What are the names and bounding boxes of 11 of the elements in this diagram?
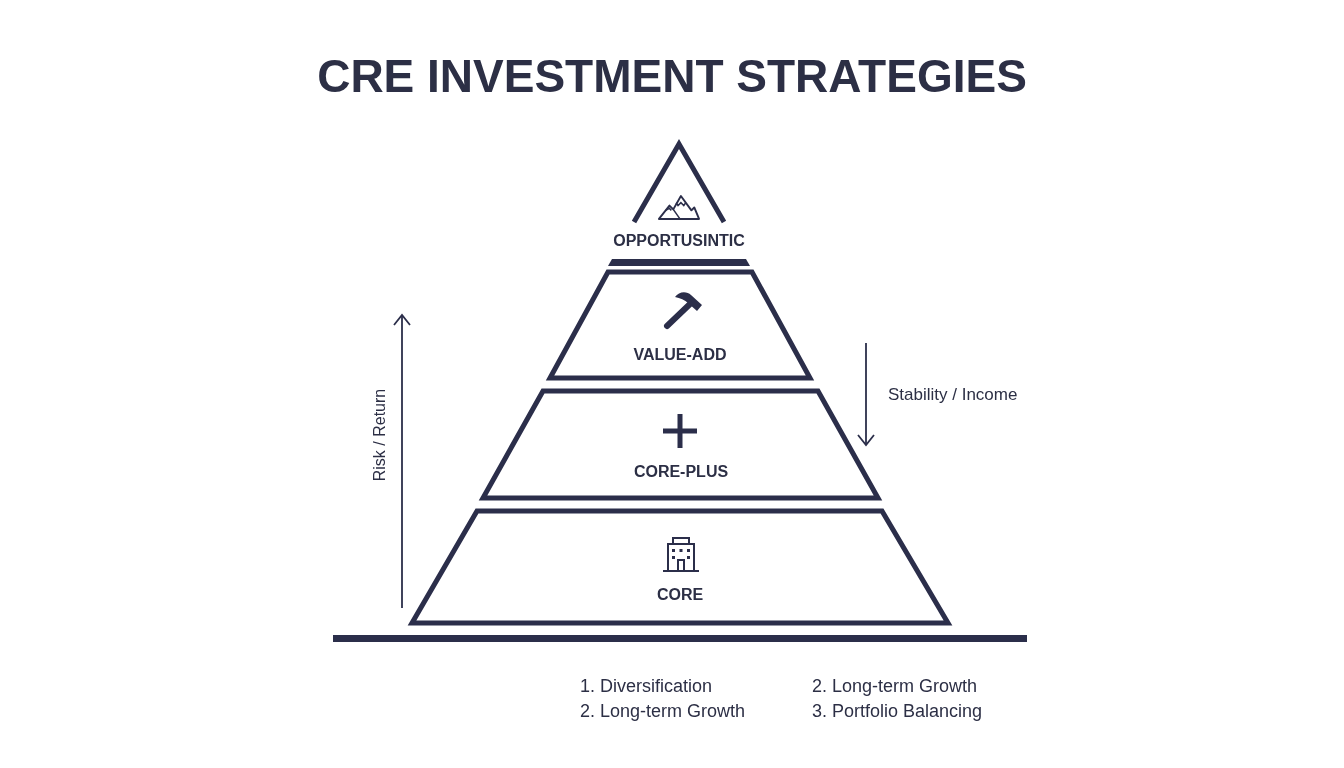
- title: CRE INVESTMENT STRATEGIES: [317, 50, 1027, 102]
- tier-label: CORE: [656, 585, 704, 605]
- list-item: 2. Long-term Growth: [812, 675, 978, 697]
- tier-label: CORE-PLUS: [633, 462, 729, 482]
- tier-label: VALUE-ADD: [633, 345, 727, 365]
- arrow-label: Stability / Income: [888, 384, 1018, 405]
- arrow-label: Risk / Return: [370, 388, 389, 482]
- list-item: 3. Portfolio Balancing: [812, 700, 983, 722]
- list-item: 1. Diversification: [580, 675, 713, 697]
- list-item: 2. Long-term Growth: [580, 700, 746, 722]
- tier-label: OPPORTUSINTIC: [613, 231, 745, 251]
